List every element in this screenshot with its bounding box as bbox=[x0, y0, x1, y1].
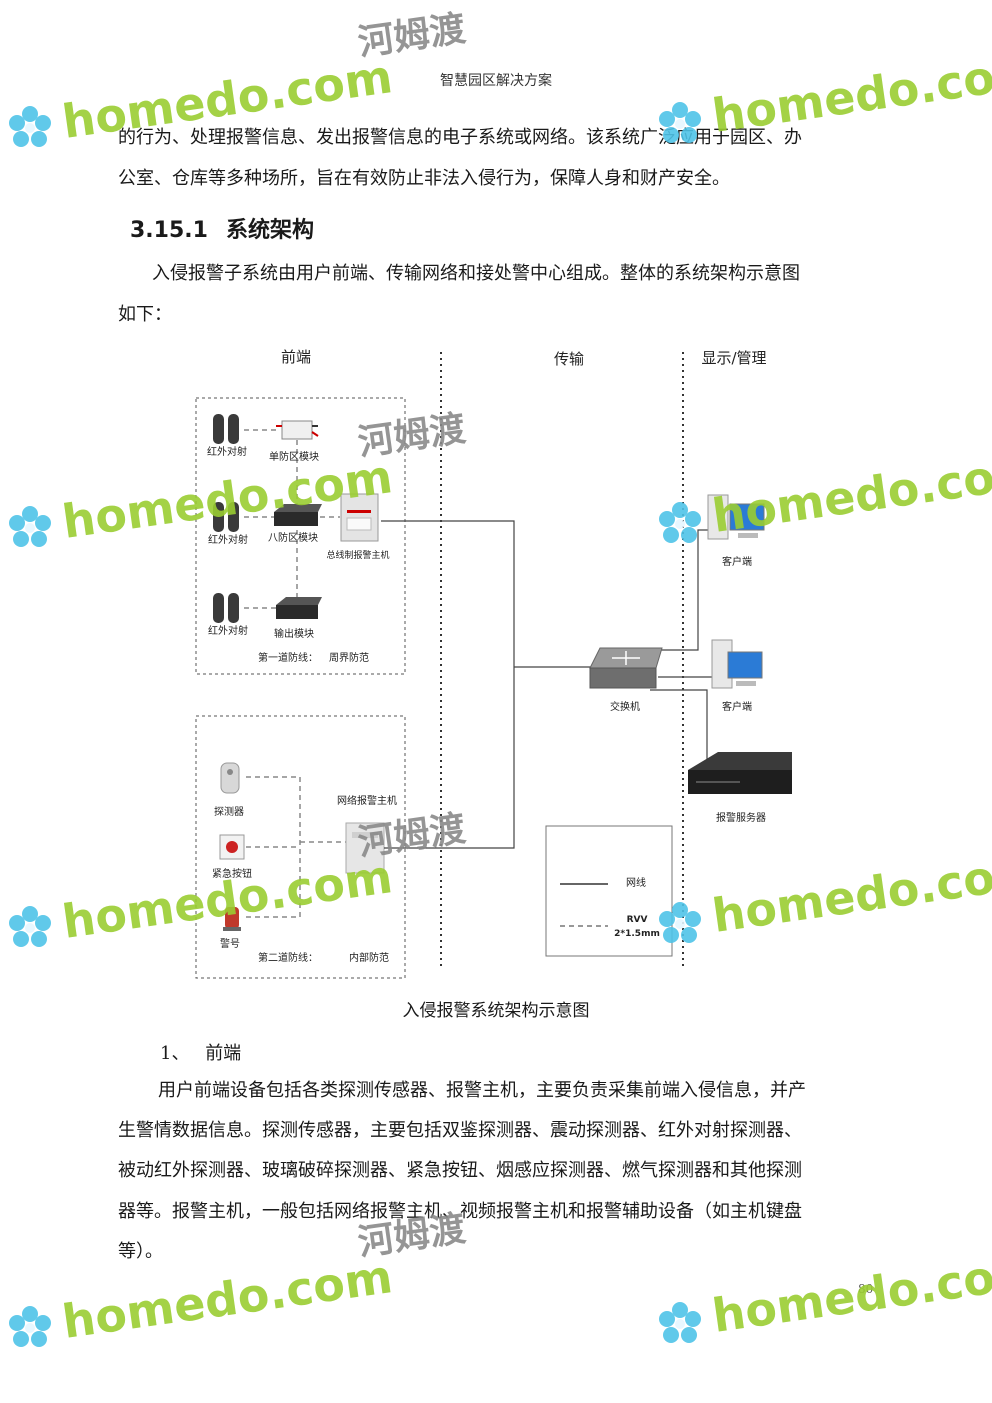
body-line-5: 等）。 bbox=[118, 1241, 163, 1262]
body-line-3: 被动红外探测器、玻璃破碎探测器、紧急按钮、烟感应探测器、燃气探测器和其他探测 bbox=[118, 1160, 802, 1181]
ir-beam-3-label: 红外对射 bbox=[208, 624, 248, 637]
zone-1-line-label: 第一道防线： bbox=[258, 651, 318, 664]
client-2-label: 客户端 bbox=[722, 700, 752, 713]
legend-rvv-spec: 2*1.5mm bbox=[614, 929, 660, 939]
section-heading: 3.15.1 系统架构 bbox=[130, 212, 314, 244]
output-module-label: 输出模块 bbox=[274, 627, 314, 640]
zone-2-line-name: 内部防范 bbox=[349, 951, 389, 964]
diagram-caption: 入侵报警系统架构示意图 bbox=[402, 1001, 590, 1021]
page-header: 智慧园区解决方案 bbox=[440, 73, 552, 89]
bus-alarm-host-label: 总线制报警主机 bbox=[326, 549, 389, 561]
ir-beam-2-label: 红外对射 bbox=[208, 533, 248, 546]
emergency-button-icon bbox=[219, 834, 245, 860]
zone-2-line-label: 第二道防线： bbox=[258, 951, 318, 964]
bus-alarm-host-icon bbox=[340, 493, 379, 542]
page-number: 80 bbox=[858, 1282, 874, 1296]
intro-line-2: 公室、仓库等多种场所，旨在有效防止非法入侵行为，保障人身和财产安全。 bbox=[118, 168, 730, 189]
column-transmission-label: 传输 bbox=[554, 350, 584, 368]
alarm-server-label: 报警服务器 bbox=[716, 811, 766, 824]
emergency-button-label: 紧急按钮 bbox=[212, 867, 252, 880]
body-line-4: 器等。报警主机，一般包括网络报警主机、视频报警主机和报警辅助设备（如主机键盘 bbox=[118, 1201, 802, 1222]
legend-rvv-label: RVV bbox=[627, 915, 648, 925]
body-line-2: 生警情数据信息。探测传感器，主要包括双鉴探测器、震动探测器、红外对射探测器、 bbox=[118, 1120, 802, 1141]
detector-label: 探测器 bbox=[214, 805, 244, 818]
ir-beam-pair-1 bbox=[213, 414, 239, 444]
subsection-title: 前端 bbox=[205, 1043, 242, 1064]
client-1-icon bbox=[707, 494, 765, 540]
detector-icon bbox=[220, 762, 240, 794]
zone-1-box bbox=[195, 397, 406, 675]
ir-beam-pair-2 bbox=[213, 502, 239, 532]
zone-1-rvv-wiring bbox=[244, 429, 340, 609]
legend-box bbox=[545, 825, 673, 957]
client-1-label: 客户端 bbox=[722, 555, 752, 568]
switch-label: 交换机 bbox=[610, 700, 640, 713]
network-alarm-host-icon bbox=[345, 822, 385, 874]
network-cables bbox=[381, 520, 714, 849]
zone-2-box bbox=[195, 715, 406, 979]
section-title: 系统架构 bbox=[225, 218, 314, 243]
alarm-server-icon bbox=[688, 752, 792, 794]
zone-2-rvv-wiring bbox=[246, 776, 346, 918]
siren-label: 警号 bbox=[220, 937, 240, 950]
section-text-line-1: 入侵报警子系统由用户前端、传输网络和接处警中心组成。整体的系统架构示意图 bbox=[152, 263, 800, 284]
single-zone-module-icon bbox=[276, 420, 319, 440]
column-front-label: 前端 bbox=[281, 348, 311, 366]
section-text-line-2: 如下： bbox=[118, 304, 172, 325]
column-display-label: 显示/管理 bbox=[701, 349, 766, 367]
ir-beam-pair-3 bbox=[213, 593, 239, 623]
intro-line-1: 的行为、处理报警信息、发出报警信息的电子系统或网络。该系统广泛应用于园区、办 bbox=[118, 127, 802, 148]
eight-zone-module-icon bbox=[274, 504, 322, 526]
client-2-icon bbox=[711, 639, 763, 689]
body-line-1: 用户前端设备包括各类探测传感器、报警主机，主要负责采集前端入侵信息，并产 bbox=[158, 1080, 806, 1101]
zone-1-line-name: 周界防范 bbox=[329, 651, 369, 664]
subsection-number: 1、 bbox=[160, 1043, 190, 1064]
network-alarm-host-label: 网络报警主机 bbox=[337, 794, 397, 807]
subsection-heading: 1、 前端 bbox=[160, 1033, 920, 1074]
output-module-icon bbox=[276, 597, 322, 619]
eight-zone-module-label: 八防区模块 bbox=[268, 531, 318, 544]
ir-beam-1-label: 红外对射 bbox=[207, 445, 247, 458]
section-number: 3.15.1 bbox=[130, 218, 208, 243]
single-zone-module-label: 单防区模块 bbox=[269, 450, 319, 463]
legend-network-cable-label: 网线 bbox=[626, 876, 646, 889]
switch-icon bbox=[589, 647, 663, 689]
siren-icon bbox=[223, 907, 241, 931]
